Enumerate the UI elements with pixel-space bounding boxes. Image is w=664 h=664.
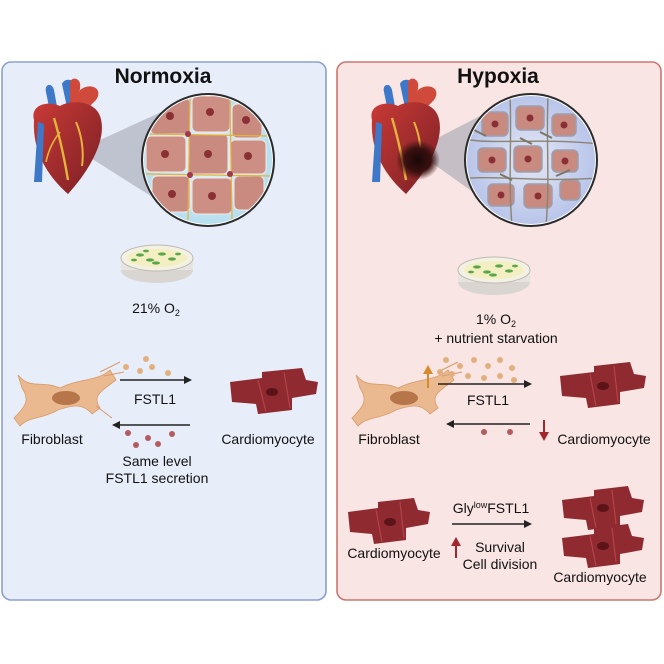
arrow-down-icon: [539, 420, 549, 441]
hypoxia-panel: Hypoxia: [336, 61, 662, 601]
fstl1-dots-fibroblast: [123, 356, 171, 376]
hypoxia-bottom-right-label: Cardiomyocyte: [553, 569, 647, 585]
arrow-up-icon: [423, 365, 433, 388]
normoxia-note-line1: Same level: [122, 453, 191, 469]
hypoxia-title: Hypoxia: [457, 65, 539, 88]
tissue-icon: [464, 93, 598, 227]
gly-fstl1-label: GlylowFSTL1: [453, 500, 530, 516]
arrow-up-icon: [451, 537, 461, 558]
normoxia-panel: Normoxia: [1, 61, 327, 601]
cardiomyocyte-icon: [348, 498, 430, 544]
hypoxia-condition: 1% O2: [476, 311, 516, 329]
cardiomyocyte-icon: [230, 368, 318, 414]
fstl1-dots-cardiomyocyte: [481, 429, 513, 435]
heart-icon: [33, 78, 102, 194]
cardiomyocyte-icon: [562, 524, 644, 568]
normoxia-note-line2: FSTL1 secretion: [106, 470, 209, 486]
cardiomyocyte-icon: [562, 486, 644, 530]
fibroblast-icon: [13, 361, 125, 427]
petri-dish-icon: [120, 244, 194, 283]
petri-dish-icon: [457, 256, 531, 295]
fstl1-dots-fibroblast: [437, 357, 517, 383]
effect-line2: Cell division: [463, 556, 538, 572]
effect-line1: Survival: [475, 539, 525, 555]
normoxia-condition: 21% O2: [132, 300, 180, 318]
hypoxia-fstl1-label: FSTL1: [467, 392, 509, 408]
normoxia-title: Normoxia: [115, 65, 212, 88]
normoxia-fibroblast-label: Fibroblast: [21, 431, 83, 447]
hypoxia-condition-line2: + nutrient starvation: [434, 330, 557, 346]
normoxia-cardiomyocyte-label: Cardiomyocyte: [221, 431, 315, 447]
hypoxia-bottom-left-label: Cardiomyocyte: [347, 545, 441, 561]
heart-icon: [371, 78, 440, 194]
fstl1-dots-cardiomyocyte: [125, 430, 175, 448]
cardiomyocyte-icon: [560, 362, 646, 408]
tissue-icon: [141, 93, 275, 227]
hypoxia-fibroblast-label: Fibroblast: [358, 431, 420, 447]
hypoxia-cardiomyocyte-label: Cardiomyocyte: [557, 431, 651, 447]
normoxia-fstl1-label: FSTL1: [134, 391, 176, 407]
